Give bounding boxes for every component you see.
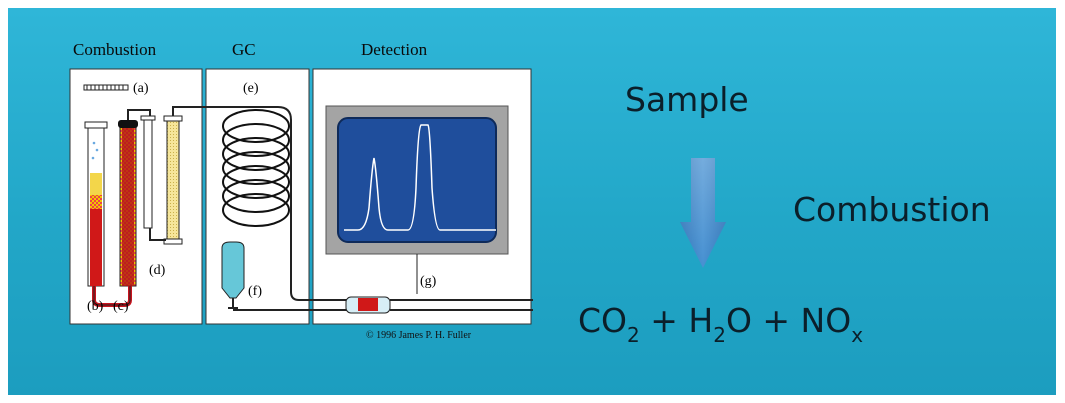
connector-tubing bbox=[127, 109, 160, 241]
label-g: (g) bbox=[420, 274, 437, 289]
formula-co-subscript: 2 bbox=[627, 323, 640, 347]
gas-cylinder-icon bbox=[221, 241, 245, 309]
combustion-label: Combustion bbox=[793, 190, 991, 229]
slide-background: Combustion GC Detection (a) bbox=[8, 8, 1056, 395]
detection-section-title: Detection bbox=[361, 40, 428, 59]
label-d: (d) bbox=[149, 263, 166, 278]
copyright-notice: © 1996 James P. H. Fuller bbox=[366, 330, 472, 341]
formula-o-no: O + NO bbox=[725, 301, 852, 340]
autosampler-icon bbox=[83, 84, 129, 91]
gc-apparatus-diagram: Combustion GC Detection (a) bbox=[69, 40, 533, 341]
water-trap-icon bbox=[140, 115, 156, 229]
label-e: (e) bbox=[243, 81, 259, 96]
gc-column-coil-icon bbox=[222, 109, 290, 227]
formula-h-subscript: 2 bbox=[713, 323, 726, 347]
combustion-section-title: Combustion bbox=[73, 40, 157, 59]
combustion-products-formula: CO2 + H2O + NOx bbox=[578, 301, 863, 347]
gc-section-title: GC bbox=[232, 40, 256, 59]
label-c: (c) bbox=[113, 299, 129, 314]
formula-x-subscript: x bbox=[851, 323, 864, 347]
sample-label: Sample bbox=[625, 80, 749, 119]
label-a: (a) bbox=[133, 81, 149, 96]
down-arrow-icon bbox=[680, 158, 726, 268]
combustion-tube-icon bbox=[84, 121, 108, 287]
detector-cell-icon bbox=[345, 296, 391, 314]
label-b: (b) bbox=[87, 299, 104, 314]
column-inlet-line bbox=[172, 106, 292, 226]
reduction-tube-icon bbox=[118, 120, 138, 287]
formula-co: CO bbox=[578, 301, 628, 340]
chromatogram-trace bbox=[344, 124, 496, 231]
label-f: (f) bbox=[248, 284, 262, 299]
drying-tube-icon bbox=[163, 115, 183, 245]
column-outlet-line bbox=[290, 218, 348, 301]
formula-plus-h: + H bbox=[639, 301, 714, 340]
